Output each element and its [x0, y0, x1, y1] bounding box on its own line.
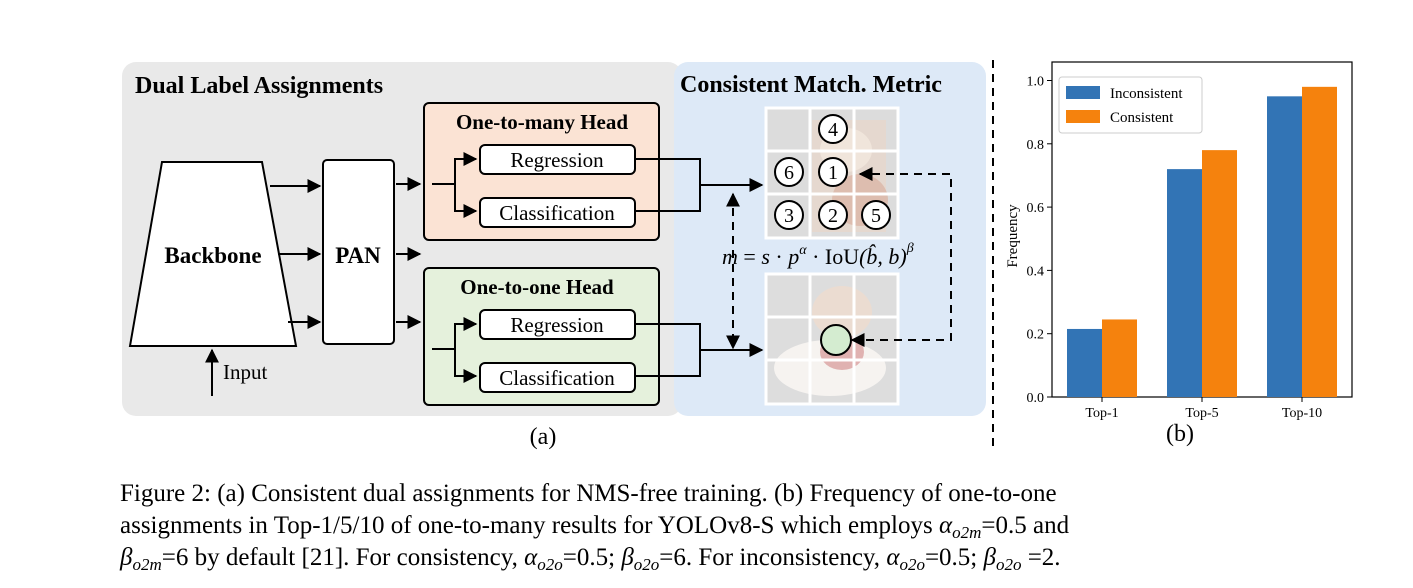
caption-math-subscript: o2o [899, 555, 925, 574]
caption-text: =2. [1021, 544, 1061, 571]
metric-formula: m = s · pα · IoU(b̂, b)β [722, 241, 914, 269]
legend-label-inconsistent: Inconsistent [1110, 86, 1183, 102]
backbone-label: Backbone [164, 243, 261, 268]
formula-m: m [722, 244, 738, 269]
formula-eq: = [738, 244, 761, 269]
o2m-regression-label: Regression [510, 148, 604, 172]
formula-beta: β [906, 241, 914, 256]
o2o-classification-label: Classification [499, 366, 615, 390]
caption-math-subscript: o2m [952, 523, 982, 542]
x-tick-label: Top-10 [1282, 406, 1322, 421]
y-tick-label: 1.0 [1027, 75, 1045, 90]
caption-text: assignments in Top-1/5/10 of one-to-many… [120, 512, 939, 539]
caption-text: =0.5 and [981, 512, 1070, 539]
y-tick-label: 0.4 [1027, 264, 1045, 279]
bar-inconsistent-top-1 [1067, 328, 1102, 397]
rank-label: 4 [828, 119, 838, 141]
rank-marker [774, 200, 804, 230]
rank-label: 5 [871, 205, 881, 227]
caption-text: =6. For inconsistency, [659, 544, 887, 571]
y-tick-label: 0.8 [1027, 138, 1045, 153]
figure-canvas: Dual Label Assignments Consistent Match.… [122, 60, 1353, 452]
formula-iou: · IoU [807, 244, 860, 269]
o2o-split-arrow-reg [432, 317, 478, 350]
o2m-split-arrow-cls [454, 184, 478, 218]
rank-label: 1 [828, 162, 838, 184]
caption-text: =0.5; [924, 544, 984, 571]
y-tick-label: 0.2 [1027, 328, 1045, 343]
caption-line-2: assignments in Top-1/5/10 of one-to-many… [120, 510, 1306, 542]
one-to-one-head-title: One-to-one Head [460, 275, 614, 299]
one-to-many-head-title: One-to-many Head [456, 110, 628, 134]
rank-marker [818, 200, 848, 230]
legend-label-consistent: Consistent [1110, 110, 1174, 126]
caption-math-symbol: α [886, 544, 900, 571]
o2o-classification-box [479, 362, 636, 393]
legend-swatch-consistent [1066, 110, 1100, 123]
caption-text: =6 by default [21]. For consistency, [161, 544, 525, 571]
formula-dot: · [770, 244, 788, 269]
o2o-image-grid [764, 272, 900, 406]
x-axis-ticks: Top-1 Top-5 Top-10 [1085, 397, 1322, 421]
rank-marker [818, 114, 848, 144]
caption-math-symbol: β [621, 544, 634, 571]
o2m-classification-box [479, 197, 636, 228]
legend: Inconsistent Consistent [1058, 76, 1203, 134]
figure-caption: Figure 2: (a) Consistent dual assignment… [120, 478, 1306, 574]
backbone-block [128, 161, 298, 347]
formula-args: (b̂, b) [859, 244, 907, 269]
o2m-cls-output-line [635, 185, 701, 212]
consistent-metric-title: Consistent Match. Metric [680, 72, 942, 98]
formula-alpha: α [799, 243, 807, 258]
panel-a-sublabel: (a) [530, 424, 557, 450]
rank-marker [774, 157, 804, 187]
bar-inconsistent-top-10 [1267, 96, 1302, 397]
pan-block [322, 159, 395, 345]
y-tick-label: 0.6 [1027, 201, 1045, 216]
o2o-cls-output-line [635, 350, 701, 377]
bar-consistent-top-5 [1202, 150, 1237, 397]
frequency-bar-chart: 0.0 0.2 0.4 0.6 0.8 1.0 Top-1 Top-5 Top-10 Freq… [1005, 61, 1353, 421]
o2o-reg-output-line [635, 323, 701, 350]
formula-s: s [761, 244, 770, 269]
y-axis-ticks: 0.0 0.2 0.4 0.6 0.8 1.0 [1027, 75, 1052, 406]
bars-group [1067, 86, 1337, 397]
formula-p: p [786, 244, 799, 269]
x-tick-label: Top-1 [1085, 406, 1118, 421]
y-axis-label: Frequency [1005, 204, 1021, 268]
legend-swatch-inconsistent [1066, 86, 1100, 99]
caption-math-symbol: β [120, 544, 133, 571]
dashed-match-arrow [850, 167, 952, 347]
bar-consistent-top-1 [1102, 319, 1137, 397]
o2m-reg-output-line [635, 158, 701, 185]
rank-label: 2 [828, 205, 838, 227]
o2o-regression-label: Regression [510, 313, 604, 337]
caption-math-subscript: o2m [132, 555, 162, 574]
caption-math-symbol: α [524, 544, 538, 571]
o2m-split-arrow-reg [432, 152, 478, 185]
caption-line-3: βo2m=6 by default [21]. For consistency,… [120, 542, 1306, 574]
dual-assignments-title: Dual Label Assignments [135, 73, 383, 99]
caption-math-symbol: β [983, 544, 996, 571]
bar-consistent-top-10 [1302, 86, 1337, 397]
rank-label: 3 [784, 205, 794, 227]
input-label: Input [223, 360, 267, 384]
o2o-selected-anchor [820, 324, 852, 356]
o2m-classification-label: Classification [499, 201, 615, 225]
caption-math-symbol: α [938, 512, 953, 539]
pan-label: PAN [335, 243, 381, 268]
o2o-split-arrow-cls [454, 349, 478, 383]
bar-inconsistent-top-5 [1167, 169, 1202, 397]
caption-math-subscript: o2o [995, 555, 1022, 574]
rank-marker [818, 157, 848, 187]
caption-text: =0.5; [562, 544, 622, 571]
panel-b-sublabel: (b) [1166, 421, 1194, 447]
y-tick-label: 0.0 [1027, 391, 1045, 406]
x-tick-label: Top-5 [1185, 406, 1218, 421]
caption-math-subscript: o2o [633, 555, 660, 574]
caption-line-1: Figure 2: (a) Consistent dual assignment… [120, 480, 1057, 507]
rank-label: 6 [784, 162, 794, 184]
caption-math-subscript: o2o [537, 555, 563, 574]
